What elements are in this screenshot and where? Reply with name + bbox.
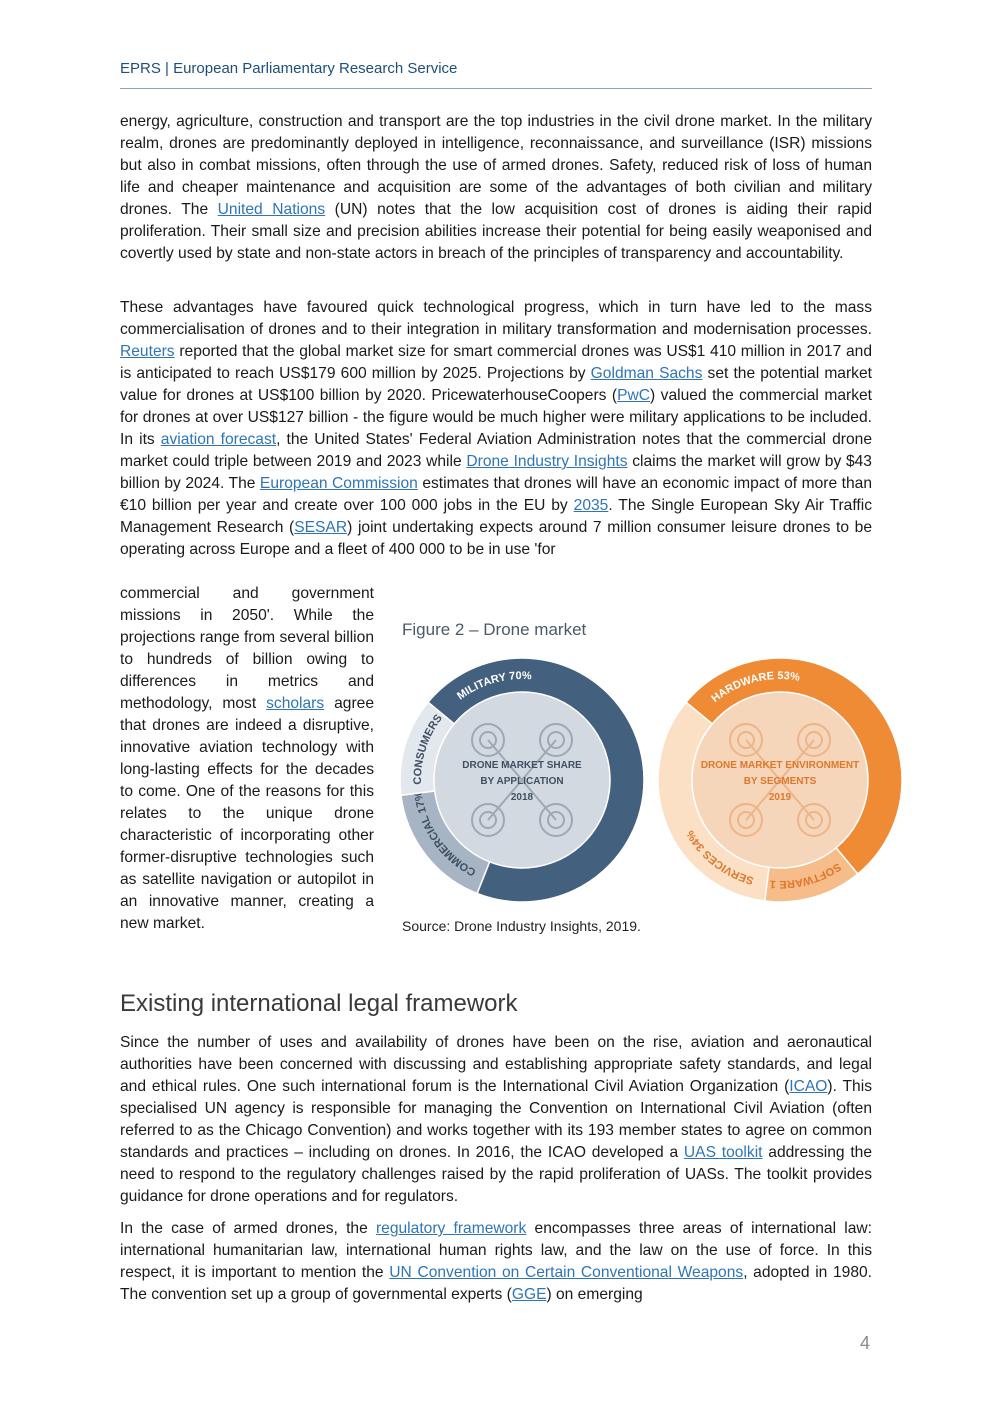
paragraph-text: ) valued the commercial market for drone… [120, 387, 872, 448]
paragraph-text: ). This specialised UN agency is respons… [120, 1078, 872, 1161]
paragraph-text: These advantages have favoured quick tec… [120, 299, 872, 338]
inline-link[interactable]: United Nations [217, 201, 326, 218]
paragraph-text: . The Single European Sky Air Traffic Ma… [120, 497, 873, 536]
donut-chart-1: MILITARY 70%COMMERCIAL 17%CONSUMERS 13%D… [400, 650, 645, 903]
inline-link[interactable]: scholars [266, 695, 325, 712]
paragraph-text: (UN) notes that the low acquisition cost… [120, 201, 872, 262]
donut-center [692, 692, 868, 868]
header-rule [120, 88, 872, 89]
paragraph-text: reported that the global market size for… [120, 343, 872, 382]
inline-link[interactable]: GGE [511, 1286, 547, 1303]
donut-slice [426, 657, 645, 903]
paragraph-text: energy, agriculture, construction and tr… [120, 113, 872, 218]
section-heading: Existing international legal framework [120, 990, 518, 1017]
paragraph-3: Since the number of uses and availabilit… [120, 1032, 872, 1208]
inline-link[interactable]: PwC [617, 387, 651, 404]
paragraph-text: , the United States' Federal Aviation Ad… [120, 431, 872, 470]
figure-title: Figure 2 – Drone market [402, 620, 587, 639]
inline-link[interactable]: regulatory framework [375, 1220, 527, 1237]
paragraph-text: estimates that drones will have an econo… [120, 475, 872, 514]
inline-link[interactable]: Reuters [120, 343, 175, 360]
chart-center-title: 2018 [511, 792, 534, 803]
drone-market-chart: MILITARY 70%COMMERCIAL 17%CONSUMERS 13%D… [400, 650, 903, 903]
donut-center [434, 692, 610, 868]
paragraph-text: encompasses three areas of international… [120, 1220, 873, 1281]
inline-link[interactable]: UN Convention on Certain Conventional We… [389, 1264, 744, 1281]
chart-center-title: 2019 [769, 792, 792, 803]
inline-link[interactable]: aviation forecast [160, 431, 277, 448]
paragraph-text: Since the number of uses and availabilit… [120, 1034, 872, 1095]
inline-link[interactable]: European Commission [259, 475, 418, 492]
donut-slice [657, 701, 770, 902]
paragraph-text: ) on emerging [546, 1286, 643, 1303]
paragraph-2: These advantages have favoured quick tec… [120, 297, 872, 561]
inline-link[interactable]: ICAO [789, 1078, 828, 1095]
chart-center-title: BY SEGMENTS [744, 776, 817, 787]
document-header: EPRS | European Parliamentary Research S… [120, 60, 458, 77]
chart-center-title: BY APPLICATION [480, 776, 563, 787]
paragraph-text: agree that drones are indeed a disruptiv… [120, 695, 374, 932]
paragraph-4: In the case of armed drones, the regulat… [120, 1218, 872, 1306]
paragraph-text: , adopted in 1980. The convention set up… [120, 1264, 873, 1303]
inline-link[interactable]: SESAR [294, 519, 348, 536]
donut-slice [400, 701, 456, 797]
chart-center-title: DRONE MARKET SHARE [462, 760, 582, 771]
paragraph-1: energy, agriculture, construction and tr… [120, 111, 872, 265]
paragraph-text: commercial and government missions in 20… [120, 585, 374, 712]
inline-link[interactable]: 2035 [573, 497, 609, 514]
paragraph-text: claims the market will grow by $43 billi… [120, 453, 872, 492]
paragraph-text: ) joint undertaking expects around 7 mil… [120, 519, 872, 558]
paragraph-text: In the case of armed drones, the [120, 1220, 376, 1237]
inline-link[interactable]: UAS toolkit [683, 1144, 763, 1161]
inline-link[interactable]: Goldman Sachs [590, 365, 703, 382]
figure-source: Source: Drone Industry Insights, 2019. [402, 918, 641, 934]
chart-center-title: DRONE MARKET ENVIRONMENT [701, 760, 859, 771]
drone-icon [471, 723, 573, 837]
donut-slice [684, 657, 903, 876]
paragraph-text: set the potential market value for drone… [120, 365, 872, 404]
inline-link[interactable]: Drone Industry Insights [466, 453, 628, 470]
drone-icon [729, 723, 831, 837]
paragraph-text: addressing the need to respond to the re… [120, 1144, 872, 1205]
page-number: 4 [860, 1333, 871, 1353]
paragraph-2-continued: commercial and government missions in 20… [120, 583, 374, 935]
